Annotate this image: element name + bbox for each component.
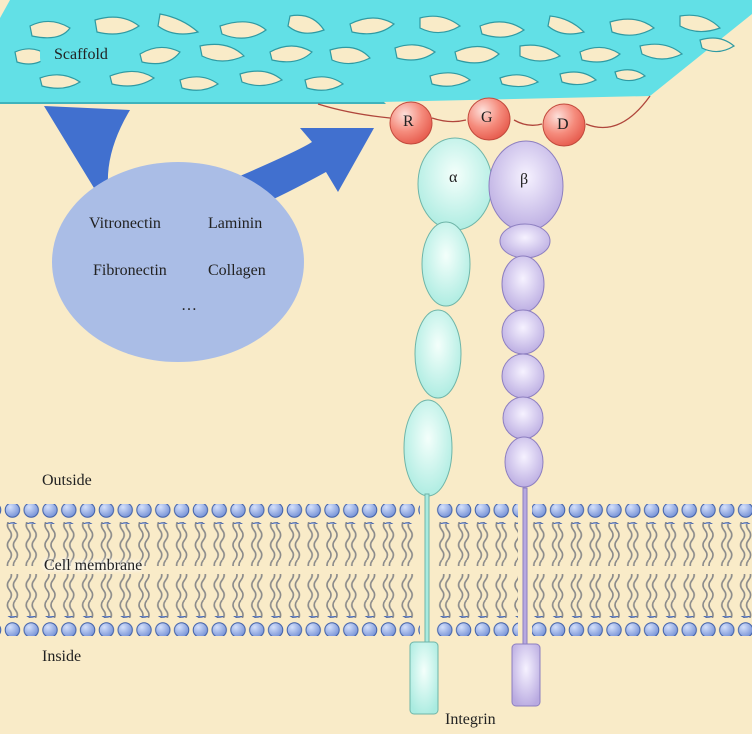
- cell-membrane-label: Cell membrane: [44, 557, 143, 574]
- rgd-label-g: G: [481, 109, 493, 126]
- rgd-ball-g: [467, 97, 511, 141]
- rgd-peptide: [389, 97, 586, 147]
- beta-transmembrane: [522, 487, 528, 645]
- alpha-leg-1: [421, 221, 471, 307]
- integrin-alpha: [403, 137, 493, 715]
- protein-collagen: Collagen: [208, 262, 266, 279]
- protein-laminin: Laminin: [208, 215, 263, 232]
- rgd-label-r: R: [403, 113, 414, 130]
- alpha-transmembrane: [424, 493, 430, 643]
- rgd-ball-r: [389, 101, 433, 145]
- scaffold: [0, 0, 752, 104]
- beta-leg-2: [501, 255, 545, 313]
- integrin-label: Integrin: [445, 711, 496, 728]
- beta-cytoplasmic-tail: [511, 643, 541, 707]
- arrow-right: [240, 128, 374, 206]
- beta-leg-6: [504, 436, 544, 488]
- beta-label: β: [520, 171, 529, 188]
- alpha-leg-3: [403, 399, 453, 497]
- membrane-bottom-heads: [0, 616, 752, 636]
- scaffold-label: Scaffold: [54, 46, 108, 63]
- integrin-beta: [488, 140, 564, 707]
- rgd-tether: [317, 95, 651, 129]
- protein-vitronectin: Vitronectin: [89, 215, 161, 232]
- alpha-label: α: [449, 169, 458, 186]
- protein-fibronectin: Fibronectin: [93, 262, 167, 279]
- protein-more: …: [181, 297, 197, 314]
- membrane-top-tails: [0, 522, 752, 566]
- inside-label: Inside: [42, 648, 82, 665]
- cell-membrane: [0, 504, 752, 636]
- beta-leg-3: [501, 309, 545, 355]
- arrow-left-tail: [44, 106, 130, 188]
- outside-label: Outside: [42, 472, 92, 489]
- scaffold-label-pad: [40, 40, 126, 70]
- rgd-label-d: D: [557, 116, 569, 133]
- ecm-protein-bubble: [52, 162, 304, 362]
- beta-leg-5: [502, 396, 544, 440]
- membrane-bottom-tails: [0, 574, 752, 618]
- ecm-bubble-group: [44, 106, 374, 362]
- rgd-ball-d: [542, 103, 586, 147]
- alpha-cytoplasmic-tail: [409, 641, 439, 715]
- beta-leg-4: [501, 353, 545, 399]
- membrane-top-heads: [0, 504, 752, 524]
- beta-leg-1: [499, 223, 551, 259]
- alpha-leg-2: [414, 309, 462, 399]
